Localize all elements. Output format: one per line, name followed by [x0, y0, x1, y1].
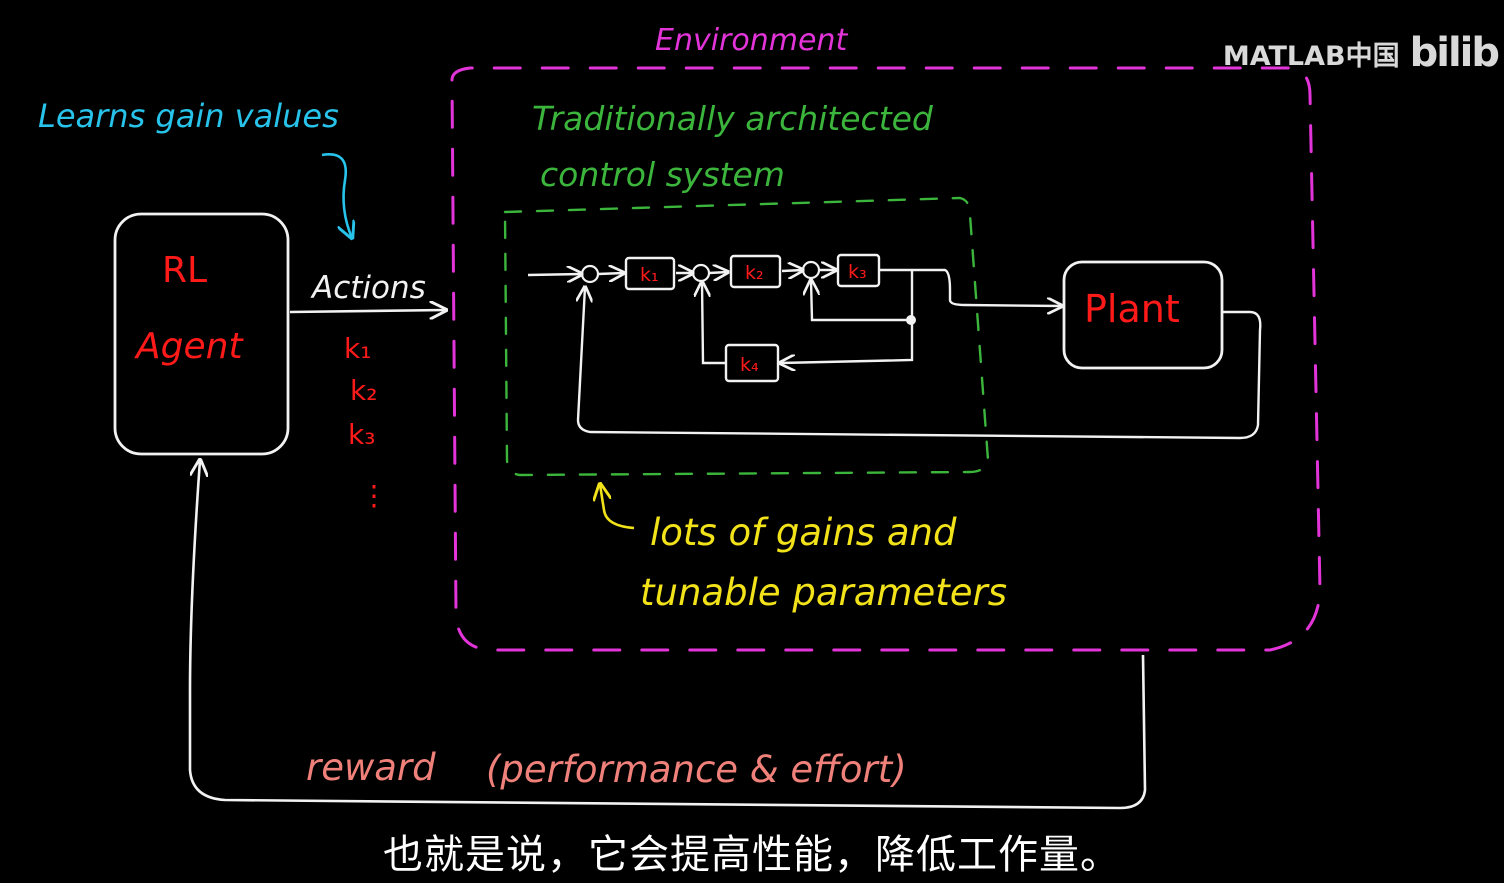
gain-block-k3-label: k₃ — [848, 261, 867, 283]
learns-arrow-icon — [321, 153, 352, 238]
gain-block-k2 — [729, 254, 782, 289]
bilibili-logo-icon: bilib — [1409, 30, 1500, 76]
gain-block-k1 — [624, 256, 676, 291]
action-item-k1: k₁ — [344, 332, 371, 365]
action-item-more: ⋮ — [360, 479, 388, 512]
gain-block-k2-label: k₂ — [745, 262, 764, 284]
action-item-k3: k₃ — [348, 418, 375, 451]
learns-gain-values-label: Learns gain values — [38, 97, 339, 135]
gains-note-line2: tunable parameters — [640, 571, 1007, 614]
agent-label-line2: Agent — [134, 326, 244, 367]
reward-arrow — [188, 460, 1147, 810]
gain-block-k4 — [724, 343, 780, 383]
plant-box — [1062, 260, 1224, 370]
gains-note-line1: lots of gains and — [650, 511, 957, 554]
reward-detail: (performance & effort) — [486, 748, 907, 791]
control-system-boundary — [503, 196, 990, 477]
action-item-k2: k₂ — [350, 374, 377, 407]
environment-boundary — [450, 66, 1322, 652]
video-subtitle: 也就是说，它会提高性能，降低工作量。 — [383, 832, 1121, 878]
gain-block-k3 — [836, 253, 881, 288]
matlab-china-brand: MATLAB中国 — [1222, 40, 1400, 72]
control-label-line2: control system — [540, 155, 785, 194]
summing-junction-2 — [691, 263, 711, 283]
block-diagram-wires — [527, 270, 1262, 440]
gain-block-k1-label: k₁ — [640, 264, 659, 286]
summing-junction-3 — [801, 260, 821, 280]
rl-agent-box — [113, 212, 290, 456]
environment-label: Environment — [655, 23, 848, 58]
gains-note-arrow-icon — [600, 484, 635, 530]
gain-block-k4-label: k₄ — [740, 354, 759, 376]
plant-label: Plant — [1084, 287, 1180, 331]
summing-junction-1 — [580, 264, 600, 284]
actions-label: Actions — [310, 270, 426, 306]
reward-label: reward — [306, 746, 436, 789]
junction-node — [906, 315, 916, 325]
control-label-line1: Traditionally architected — [532, 99, 934, 138]
video-watermark: MATLAB中国 bilib — [1222, 30, 1500, 76]
actions-arrow — [289, 310, 446, 312]
agent-label-line1: RL — [162, 250, 207, 291]
